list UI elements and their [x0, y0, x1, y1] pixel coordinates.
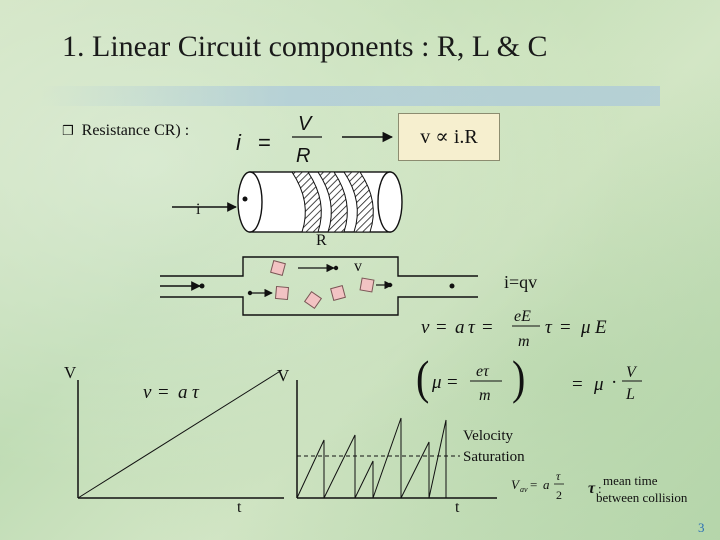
- velocity-annotation-line1: Velocity: [463, 428, 513, 444]
- checkbox-bullet-icon: ❒: [62, 124, 74, 139]
- svg-text:V: V: [511, 477, 521, 492]
- current-label: i: [196, 201, 201, 218]
- left-plot: v = a τ: [77, 369, 284, 499]
- svg-text:V: V: [298, 113, 313, 135]
- svg-text:τ: τ: [545, 317, 553, 338]
- tau-note-line1: mean time: [603, 473, 658, 488]
- current-relation: i=qv: [504, 272, 538, 292]
- svg-text:μ: μ: [431, 372, 442, 393]
- left-plot-y-label: V: [64, 363, 77, 382]
- velocity-annotation-line2: Saturation: [463, 449, 525, 465]
- svg-text:=: =: [158, 382, 169, 403]
- svg-text:a: a: [455, 317, 465, 338]
- svg-text:μ: μ: [593, 374, 604, 395]
- svg-text:(: (: [416, 351, 429, 404]
- left-plot-x-label: t: [237, 499, 242, 516]
- velocity-label: v: [354, 258, 362, 275]
- exit-dot: [449, 283, 455, 289]
- electron-particles: [270, 260, 375, 310]
- svg-text:L: L: [625, 386, 635, 403]
- svg-text:m: m: [518, 333, 530, 350]
- svg-text:av: av: [520, 485, 528, 494]
- svg-text:R: R: [296, 145, 310, 167]
- svg-text:=: =: [560, 317, 571, 338]
- svg-text:τ: τ: [588, 480, 596, 497]
- svg-text:τ: τ: [556, 469, 561, 483]
- mobility-equation: ( μ = eτ m ) = μ · V L: [416, 351, 642, 404]
- svg-text:m: m: [479, 387, 491, 404]
- resistance-bullet: ❒ Resistance CR) :: [62, 122, 189, 140]
- ohm-formula: i = V R: [236, 113, 322, 167]
- right-plot: V av = a τ 2 τ :: [296, 380, 602, 502]
- svg-text:2: 2: [556, 488, 562, 502]
- svg-text:τ: τ: [192, 382, 200, 403]
- resistor-label: R: [316, 232, 327, 249]
- svg-text::: :: [598, 481, 602, 496]
- svg-text:i: i: [236, 130, 242, 155]
- title-underline-bar: [40, 86, 660, 106]
- svg-text:a: a: [178, 382, 188, 403]
- drift-velocity-equation: v = a τ = eE m τ = μ E: [421, 308, 607, 350]
- slide-title: 1. Linear Circuit components : R, L & C: [62, 30, 548, 63]
- electron-drift-arrows: [247, 263, 393, 298]
- page-number: 3: [698, 520, 705, 535]
- svg-text:=: =: [572, 374, 583, 395]
- svg-text:·: ·: [611, 372, 617, 393]
- svg-text:eE: eE: [514, 308, 531, 325]
- resistance-bullet-label: Resistance CR) :: [81, 122, 190, 139]
- svg-text:μ: μ: [580, 317, 591, 338]
- svg-text:E: E: [594, 317, 607, 338]
- svg-text:eτ: eτ: [476, 363, 490, 380]
- conductor-channel: [160, 256, 478, 316]
- tau-note-line2: between collision: [596, 490, 688, 505]
- ohm-law-box: v ∝ i.R: [398, 113, 500, 161]
- svg-text:v: v: [421, 317, 430, 338]
- svg-text:=: =: [447, 372, 458, 393]
- entry-arrow: [160, 281, 205, 291]
- svg-text:τ: τ: [468, 317, 476, 338]
- svg-text:=: =: [258, 130, 271, 155]
- right-plot-x-label: t: [455, 499, 460, 516]
- svg-text:): ): [512, 351, 525, 404]
- svg-text:=: =: [482, 317, 493, 338]
- resistor-cylinder: [172, 171, 403, 233]
- svg-text:v: v: [143, 382, 152, 403]
- svg-text:a: a: [543, 477, 550, 492]
- svg-text:=: =: [436, 317, 447, 338]
- svg-text:=: =: [530, 477, 537, 492]
- svg-text:V: V: [626, 364, 638, 381]
